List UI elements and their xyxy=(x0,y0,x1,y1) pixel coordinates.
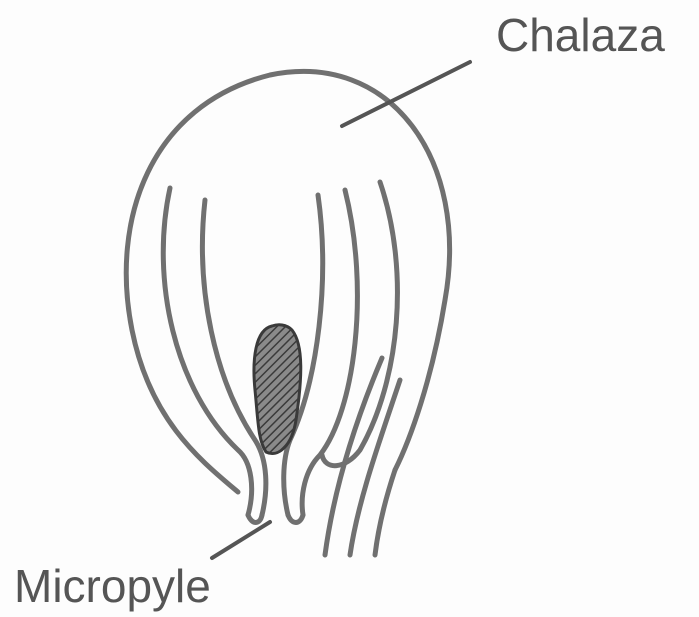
funiculus-strand-3 xyxy=(375,470,395,555)
micropyle-leader-line xyxy=(212,522,270,558)
chalaza-label: Chalaza xyxy=(496,12,665,58)
micropyle-tip-right xyxy=(288,515,303,523)
micropyle-label: Micropyle xyxy=(14,563,211,609)
micropyle-tip-left xyxy=(248,515,262,523)
embryo-sac xyxy=(254,325,301,454)
funiculus-strand-2 xyxy=(350,380,400,555)
